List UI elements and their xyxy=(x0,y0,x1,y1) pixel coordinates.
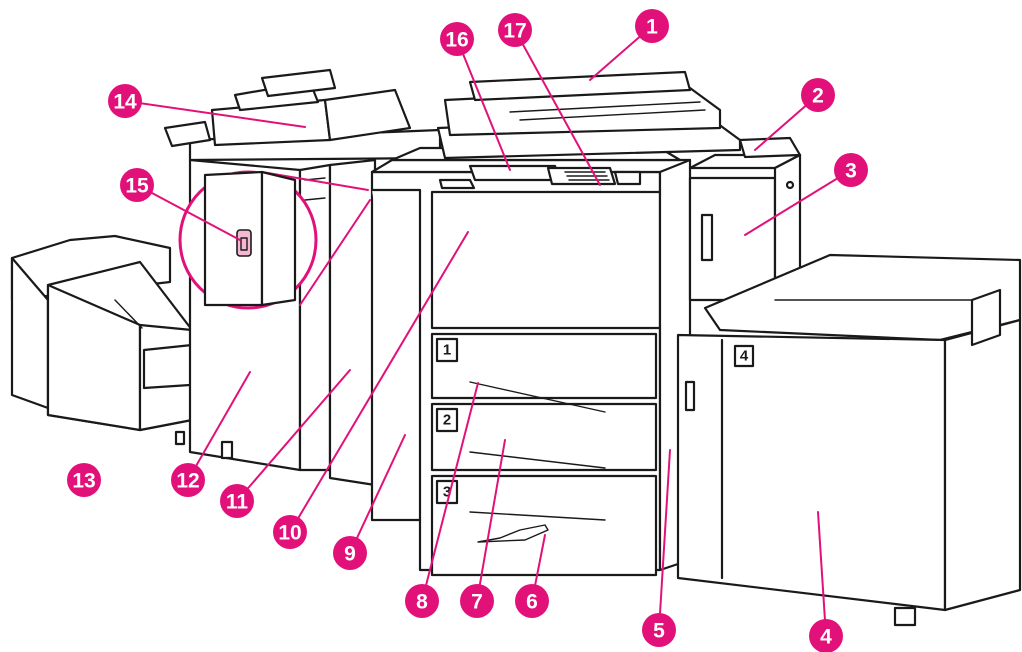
callout-13-number: 13 xyxy=(72,470,95,493)
callout-9: 9 xyxy=(333,536,367,570)
callout-13-badge xyxy=(67,463,101,497)
callout-12-leader xyxy=(187,371,251,481)
callout-6-badge xyxy=(515,584,549,618)
tray-1-label: 1 xyxy=(443,342,451,359)
callout-15-number: 15 xyxy=(125,175,149,198)
callout-7-number: 7 xyxy=(471,591,483,614)
callout-17-number: 17 xyxy=(503,20,526,43)
tray-3-label: 3 xyxy=(443,484,451,501)
callout-14: 14 xyxy=(108,84,142,118)
tray-4-label: 4 xyxy=(740,348,749,365)
callout-11-leader xyxy=(236,369,351,502)
callout-10-number: 10 xyxy=(278,522,301,545)
main-unit: 1 2 3 xyxy=(370,146,692,577)
callout-16-badge xyxy=(440,22,474,56)
callout-2-badge xyxy=(801,78,835,112)
callout-4-badge xyxy=(809,619,843,652)
callout-11-number: 11 xyxy=(226,491,249,514)
callout-14-number: 14 xyxy=(113,91,137,114)
callout-17-leader xyxy=(514,29,601,186)
callout-4-leader xyxy=(817,511,827,637)
callout-10-leader xyxy=(289,231,469,533)
output-stacker xyxy=(10,234,194,446)
callout-17-badge xyxy=(498,13,532,47)
callout-8-leader xyxy=(421,382,479,602)
callout-5-badge xyxy=(642,613,676,647)
callout-1: 1 xyxy=(635,9,669,43)
callout-7: 7 xyxy=(460,584,494,618)
callout-7-leader xyxy=(476,439,506,602)
callout-14-badge xyxy=(108,84,142,118)
callout-1-number: 1 xyxy=(646,16,658,39)
callout-1-badge xyxy=(635,9,669,43)
callout-11-badge xyxy=(220,484,254,518)
callout-8-number: 8 xyxy=(416,591,428,614)
callout-12-number: 12 xyxy=(176,470,199,493)
callout-15: 15 xyxy=(120,168,154,202)
callout-9-number: 9 xyxy=(344,543,356,566)
callout-16: 16 xyxy=(440,22,474,56)
callout-5: 5 xyxy=(642,613,676,647)
callout-2: 2 xyxy=(801,78,835,112)
callout-8: 8 xyxy=(405,584,439,618)
callout-6-number: 6 xyxy=(526,591,538,614)
callout-6: 6 xyxy=(515,584,549,618)
callout-10-badge xyxy=(273,515,307,549)
callout-3-leader xyxy=(744,169,852,236)
callout-15-leader xyxy=(136,184,241,241)
callout-4-number: 4 xyxy=(820,626,832,649)
callout-2-number: 2 xyxy=(812,85,824,108)
callout-11: 11 xyxy=(220,484,254,518)
callout-9-badge xyxy=(333,536,367,570)
callout-5-number: 5 xyxy=(653,620,665,643)
callout-12: 12 xyxy=(171,463,205,497)
callout-12-badge xyxy=(171,463,205,497)
callout-9-leader xyxy=(349,434,406,554)
callout-16-leader xyxy=(456,38,511,171)
callout-3-badge xyxy=(834,153,868,187)
main-switch-inset xyxy=(178,170,371,310)
callout-13: 13 xyxy=(67,463,101,497)
document-feeder xyxy=(436,70,742,160)
callout-16-number: 16 xyxy=(445,29,468,52)
callout-4: 4 xyxy=(809,619,843,652)
callout-8-badge xyxy=(405,584,439,618)
main-switch xyxy=(236,229,252,257)
callout-17: 17 xyxy=(498,13,532,47)
callout-10: 10 xyxy=(273,515,307,549)
callout-3: 3 xyxy=(834,153,868,187)
large-capacity-tray: 4 xyxy=(676,253,1022,627)
callout-5-leader xyxy=(658,449,671,631)
callout-7-badge xyxy=(460,584,494,618)
side-unit xyxy=(688,136,802,302)
callout-14-leader xyxy=(124,100,306,128)
tray-2-label: 2 xyxy=(443,412,451,429)
callout-3-number: 3 xyxy=(845,160,857,183)
callout-15-badge xyxy=(120,168,154,202)
